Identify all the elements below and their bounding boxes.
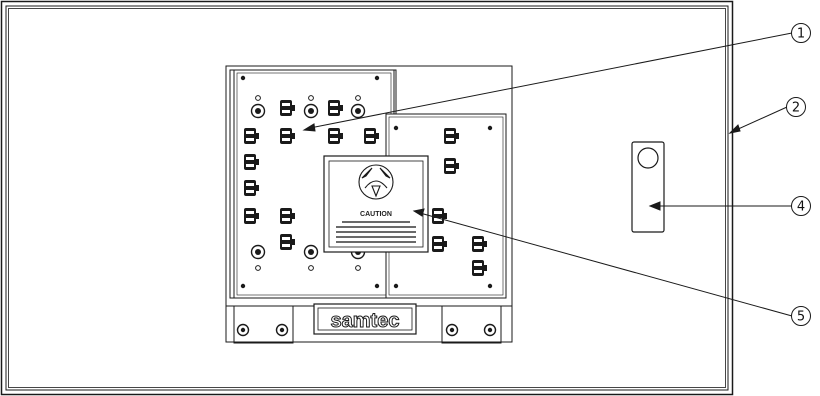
callout-number: 2 <box>792 101 800 116</box>
leader-5-arrowhead <box>412 208 425 217</box>
small-hole <box>355 95 361 101</box>
connector <box>328 100 343 116</box>
samtec-logo: samtec <box>313 303 417 335</box>
callout-4: 4 <box>791 196 811 216</box>
enclosure-frame <box>0 0 734 396</box>
connector <box>280 128 295 144</box>
connector <box>244 154 259 170</box>
screw-head-icon <box>483 323 497 337</box>
mounting-hole <box>487 283 493 289</box>
leader-2 <box>735 106 788 131</box>
callout-1: 1 <box>791 23 811 43</box>
small-hole <box>308 265 314 271</box>
connector <box>432 208 447 224</box>
mounting-holes <box>240 75 493 289</box>
small-hole <box>308 95 314 101</box>
mounting-hole <box>374 75 380 81</box>
small-hole <box>255 95 261 101</box>
callout-number: 1 <box>797 27 805 42</box>
callout-number: 4 <box>797 200 805 215</box>
mounting-hole <box>240 75 246 81</box>
mounting-hole <box>487 125 493 131</box>
screw-head-icon <box>445 323 459 337</box>
esd-symbol-icon <box>358 164 394 200</box>
connector <box>444 128 459 144</box>
connector <box>432 236 447 252</box>
leader-5 <box>419 212 793 317</box>
round-connector <box>250 103 266 119</box>
connector <box>328 128 343 144</box>
round-connector <box>303 244 319 260</box>
leader-4-arrowhead <box>648 201 661 211</box>
round-connector <box>350 103 366 119</box>
mounting-hole <box>393 283 399 289</box>
leader-lines <box>302 32 793 317</box>
connector <box>280 100 295 116</box>
mounting-hole <box>374 283 380 289</box>
callout-5: 5 <box>791 306 811 326</box>
logo-text: samtec <box>331 310 400 332</box>
connector <box>444 158 459 174</box>
small-hole <box>355 265 361 271</box>
screw-head-icon <box>275 323 289 337</box>
leader-1-arrowhead <box>302 123 316 132</box>
round-connector <box>303 103 319 119</box>
caution-fine-print <box>336 221 416 243</box>
callout-2: 2 <box>786 97 806 117</box>
handle-slot <box>631 141 665 233</box>
leader-1 <box>309 32 793 129</box>
bracket-screws <box>236 323 497 337</box>
connector <box>472 236 487 252</box>
mounting-hole <box>240 283 246 289</box>
caution-title: CAUTION <box>360 211 392 218</box>
screw-head-icon <box>236 323 250 337</box>
esd-caution-label: CAUTION <box>323 155 429 253</box>
callout-number: 5 <box>797 310 805 325</box>
leader-2-arrowhead <box>728 124 741 134</box>
connector <box>280 234 295 250</box>
connector <box>244 208 259 224</box>
connector <box>364 128 379 144</box>
round-connector <box>250 244 266 260</box>
connector <box>472 260 487 276</box>
connector <box>244 180 259 196</box>
connector <box>280 208 295 224</box>
connector <box>244 128 259 144</box>
callout-balloons: 1 2 4 5 <box>786 23 811 326</box>
mounting-hole <box>393 125 399 131</box>
small-hole <box>255 265 261 271</box>
